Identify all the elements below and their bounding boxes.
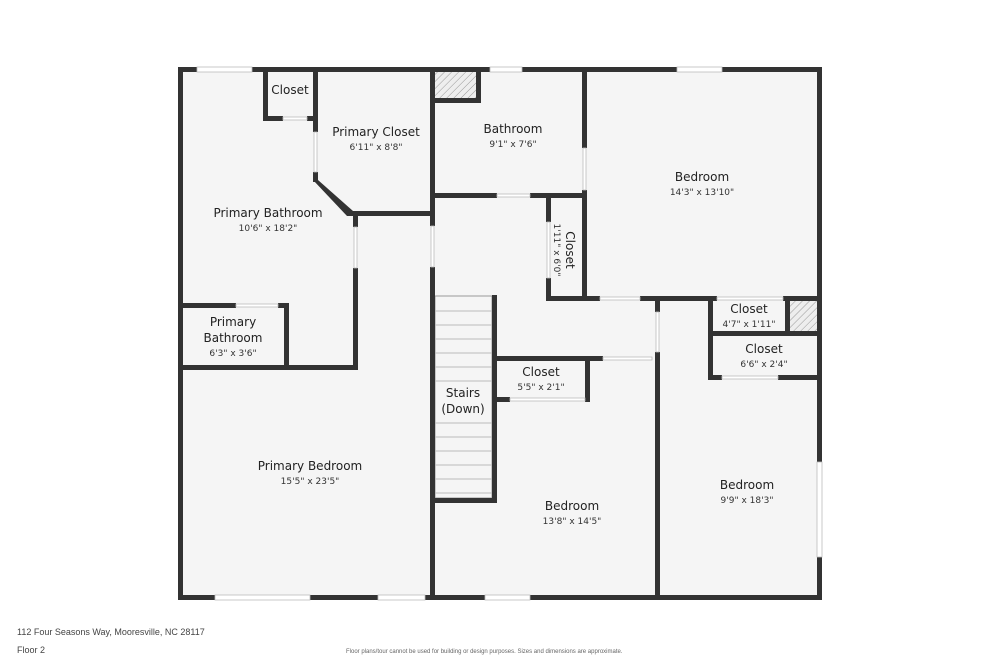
windows [196,66,823,601]
room-label-bedroom-mid: Bedroom [545,499,599,513]
room-label-primary-bathroom: Primary Bathroom [213,206,322,220]
room-label-closet-47: Closet [730,302,768,316]
disclaimer: Floor plans/tour cannot be used for buil… [346,649,623,655]
room-dims-closet-66: 6'6" x 2'4" [740,360,787,370]
room-label-bedroom: Bedroom [675,170,729,184]
room-label-bathroom: Bathroom [484,122,543,136]
room-dims-primary-bathroom-small: 6'3" x 3'6" [209,349,256,359]
room-label-bedroom-br: Bedroom [720,478,774,492]
room-label-primary-closet: Primary Closet [332,125,420,139]
room-label-stairs-2: (Down) [441,402,484,416]
floor-label: Floor 2 [17,645,46,655]
room-label-closet-66: Closet [745,342,783,356]
room-dims-bedroom-br: 9'9" x 18'3" [721,496,774,506]
room-dims-closet-vertical: 1'11" x 6'0" [551,224,561,277]
room-label-closet: Closet [271,83,309,97]
chimney-chase [435,72,478,100]
room-dims-primary-bathroom: 10'6" x 18'2" [239,224,298,234]
room-dims-closet-47: 4'7" x 1'11" [723,320,776,330]
room-label-primary-bathroom-small-2: Bathroom [204,331,263,345]
room-dims-closet-55: 5'5" x 2'1" [517,383,564,393]
room-dims-bathroom: 9'1" x 7'6" [489,140,536,150]
room-label-primary-bedroom: Primary Bedroom [258,459,362,473]
room-label-closet-55: Closet [522,365,560,379]
address: 112 Four Seasons Way, Mooresville, NC 28… [17,627,205,637]
room-dims-primary-bedroom: 15'5" x 23'5" [281,477,340,487]
room-label-stairs-1: Stairs [446,386,480,400]
room-dims-bedroom: 14'3" x 13'10" [670,188,734,198]
room-label-primary-bathroom-small-1: Primary [210,315,256,329]
room-dims-primary-closet: 6'11" x 8'8" [350,143,403,153]
utility-chase [790,301,817,331]
doorways [235,116,784,402]
room-label-closet-vertical: Closet [563,231,577,269]
room-dims-bedroom-mid: 13'8" x 14'5" [543,517,602,527]
